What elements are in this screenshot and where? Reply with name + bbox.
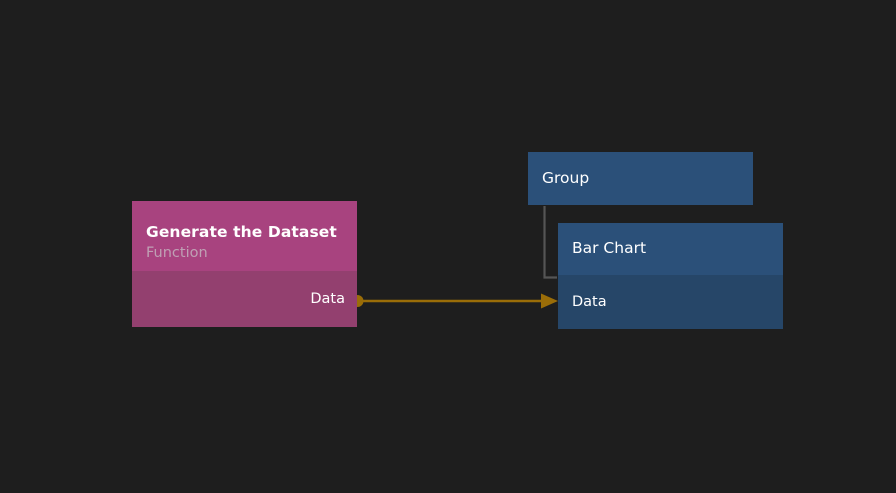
output-port-data-label: Data [310, 290, 345, 307]
group-node-title: Group [542, 168, 590, 187]
chart-node-title: Bar Chart [572, 239, 647, 258]
function-node-header[interactable]: Generate the Dataset Function [132, 201, 357, 271]
output-port-data[interactable]: Data [132, 288, 357, 310]
chart-node-body: Data [558, 275, 783, 329]
group-child-bracket [543, 206, 557, 279]
chart-node-header[interactable]: Bar Chart [558, 223, 783, 275]
node-generate-the-dataset[interactable]: Generate the Dataset Function Data [132, 201, 357, 327]
function-node-subtitle: Function [146, 244, 208, 261]
node-group[interactable]: Group [528, 152, 753, 205]
function-node-title: Generate the Dataset [146, 222, 337, 241]
data-edge-arrowhead [541, 293, 558, 309]
input-port-data[interactable]: Data [558, 291, 783, 313]
group-node-header[interactable]: Group [528, 152, 753, 205]
input-port-data-label: Data [572, 293, 607, 310]
node-bar-chart[interactable]: Bar Chart Data [558, 223, 783, 329]
function-node-body: Data [132, 271, 357, 327]
